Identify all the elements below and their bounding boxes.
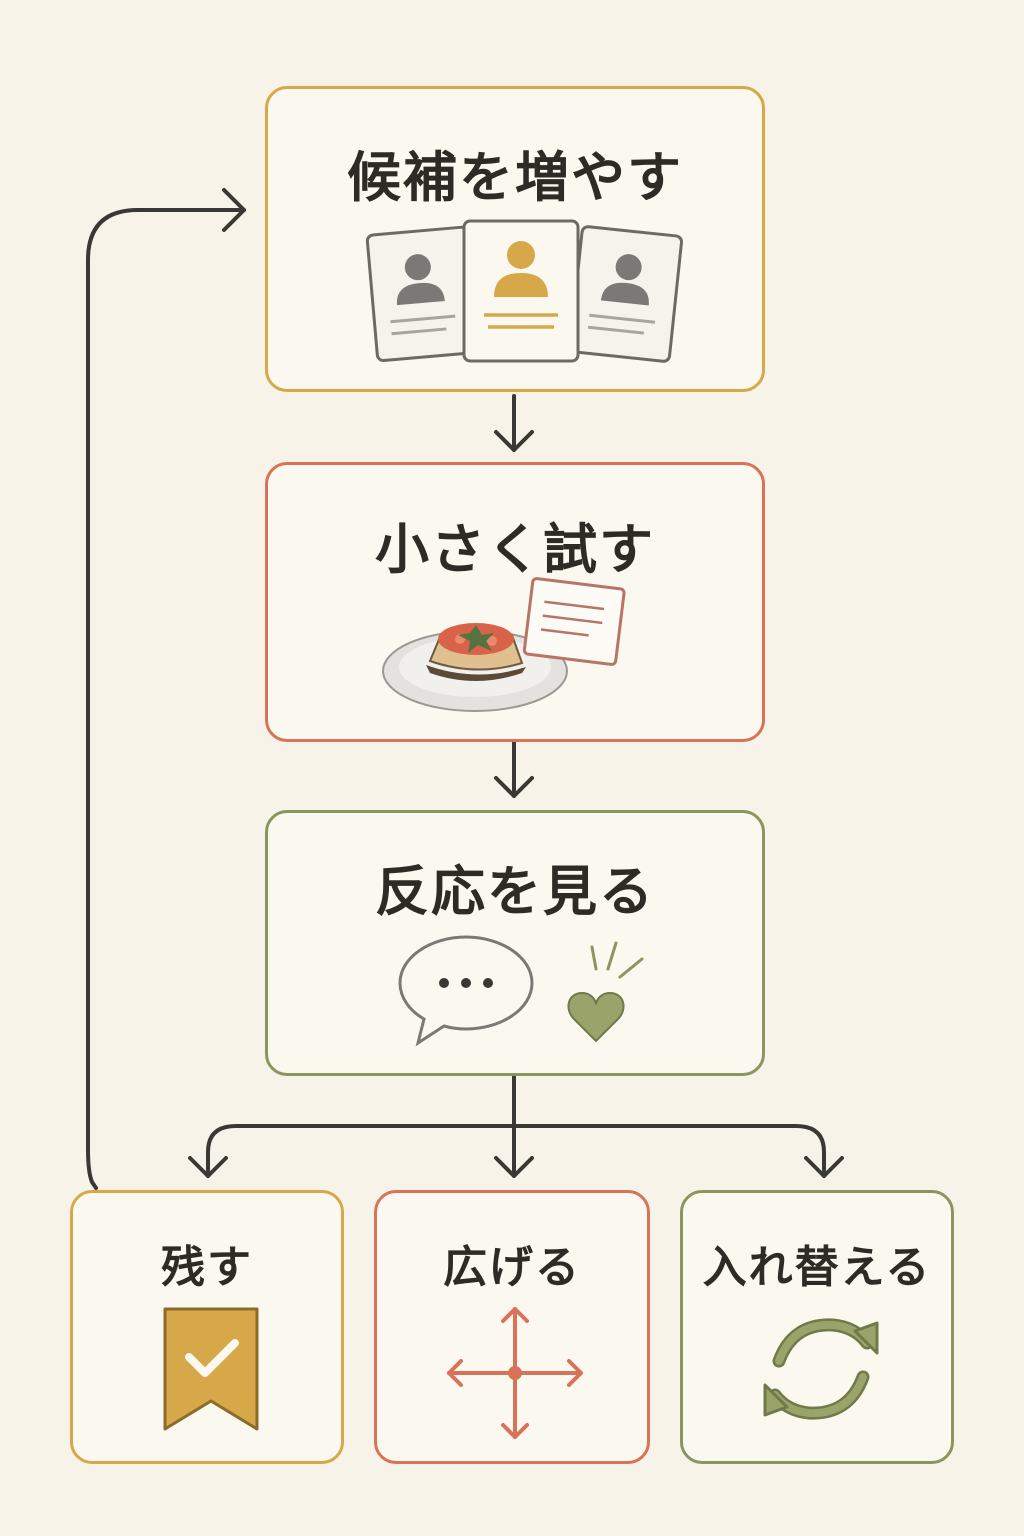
candidate-cards-icon <box>365 219 684 363</box>
step-title: 小さく試す <box>375 518 655 581</box>
step-watch-reaction: 反応を見る <box>265 810 765 1076</box>
outcome-expand: 広げる <box>374 1190 650 1464</box>
step-try-small: 小さく試す <box>265 462 765 742</box>
arrow-branch-right <box>512 1124 826 1178</box>
speech-bubble-heart-icon <box>398 935 644 1047</box>
outcome-keep: 残す <box>70 1190 344 1464</box>
expand-arrows-icon <box>447 1307 583 1439</box>
step-title: 反応を見る <box>375 860 655 923</box>
arrow-loop-back <box>86 208 246 1190</box>
dish-sample-icon <box>382 577 626 712</box>
arrow-branch-left <box>206 1124 516 1178</box>
bookmark-check-icon <box>163 1307 259 1431</box>
outcome-title: 残す <box>161 1242 253 1293</box>
outcome-replace: 入れ替える <box>680 1190 954 1464</box>
step-increase-candidates: 候補を増やす <box>265 86 765 392</box>
step-title: 候補を増やす <box>347 146 683 209</box>
cycle-arrows-icon <box>763 1318 879 1420</box>
outcome-title: 広げる <box>443 1242 581 1293</box>
outcome-title: 入れ替える <box>702 1242 932 1293</box>
